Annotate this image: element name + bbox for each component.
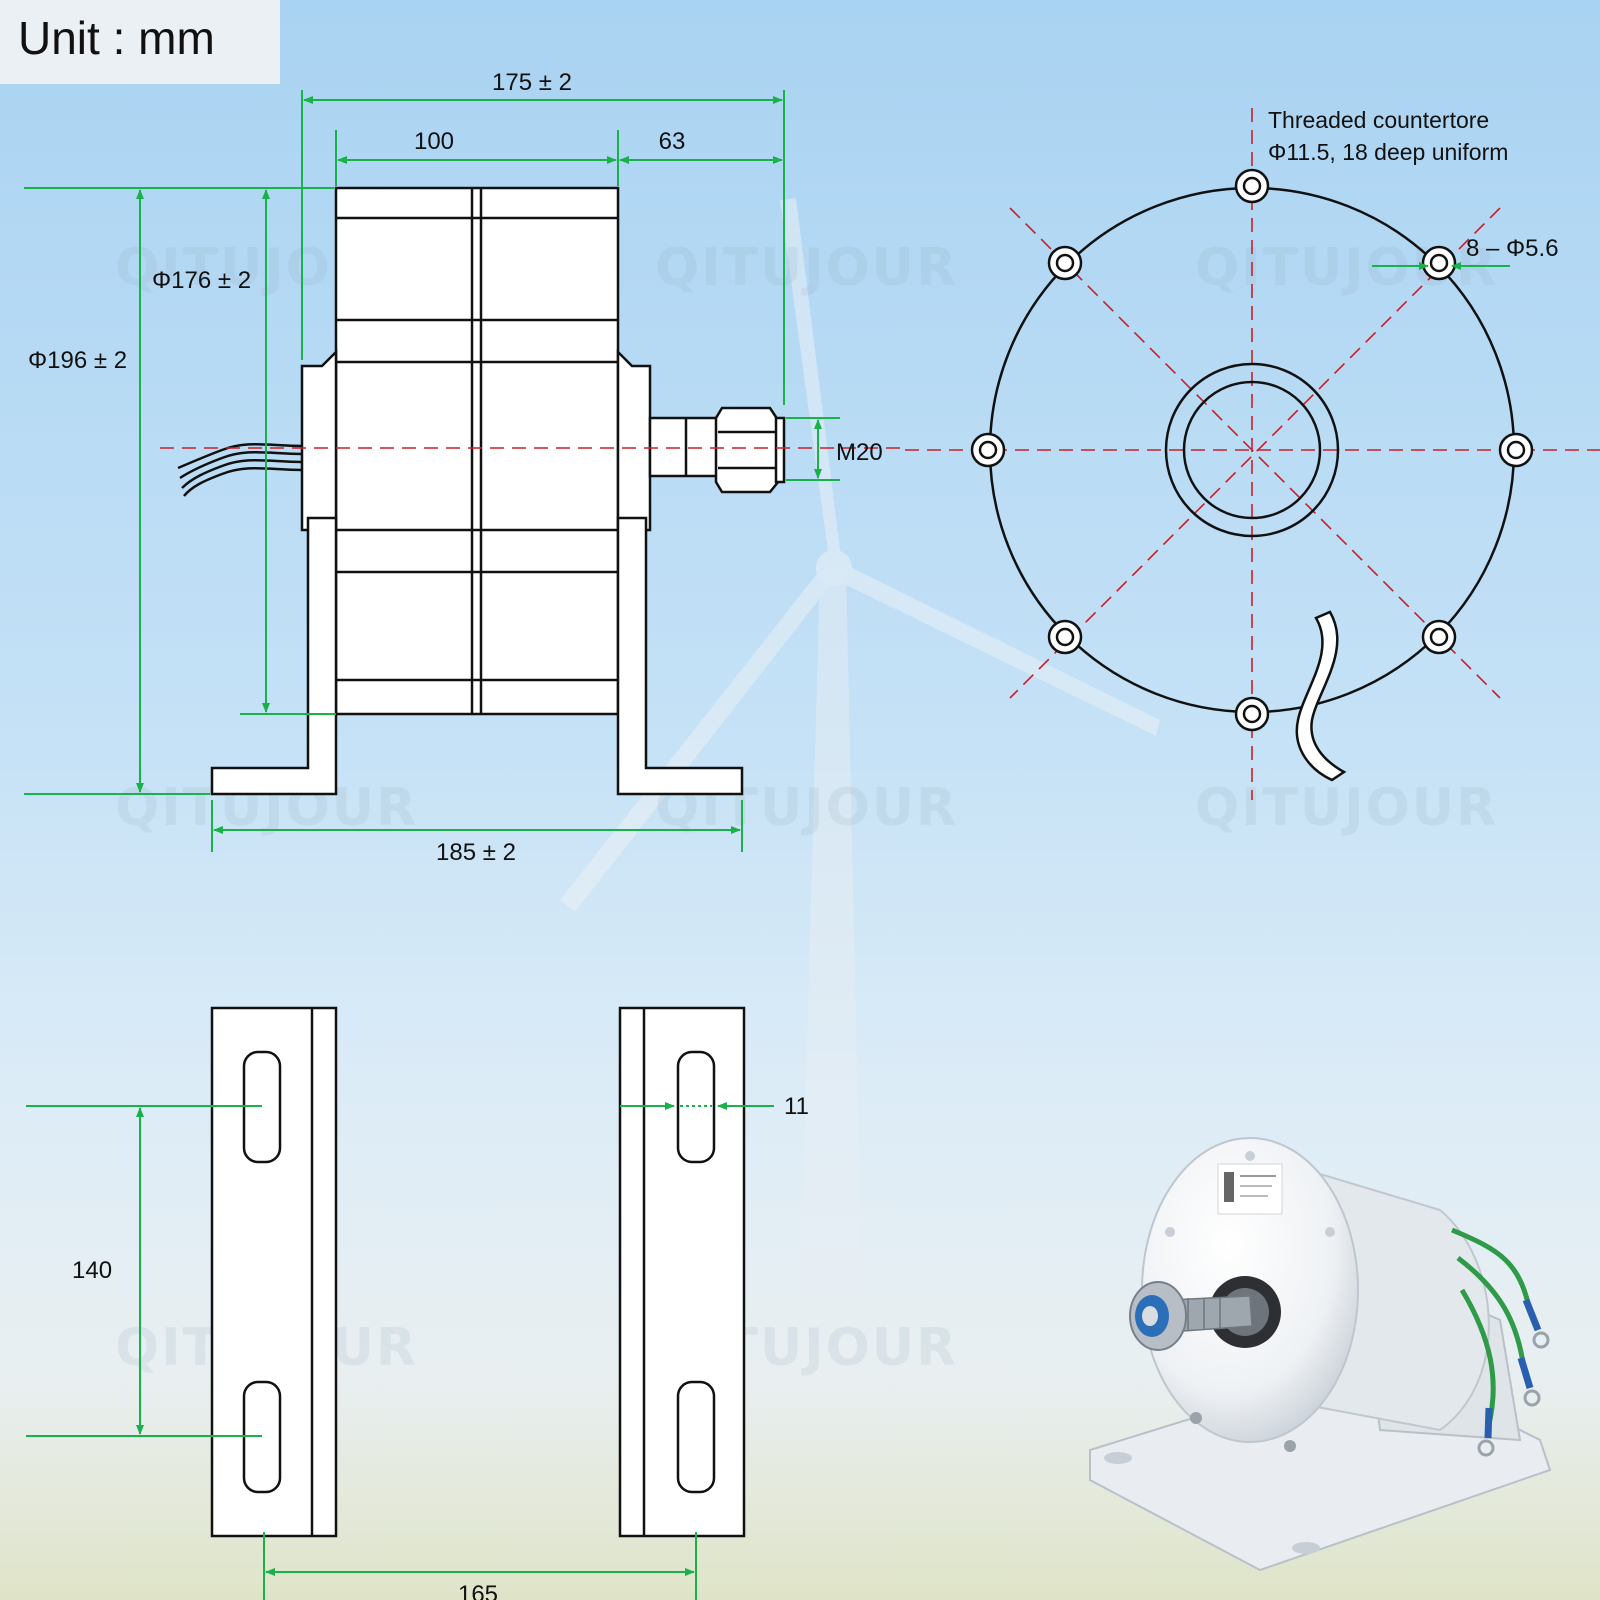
base-width-label: 185 ± 2 bbox=[436, 839, 516, 866]
mounting-hole bbox=[970, 432, 1006, 468]
mounting-hole bbox=[1047, 245, 1083, 281]
unit-label: Unit : mm bbox=[0, 0, 280, 84]
inner-diameter-label: Φ176 ± 2 bbox=[152, 267, 251, 294]
slot-spacing-label: 140 bbox=[72, 1257, 112, 1284]
outer-diameter-label: Φ196 ± 2 bbox=[28, 347, 127, 374]
slot bbox=[676, 1380, 716, 1494]
right-foot bbox=[616, 516, 744, 796]
countertore-note-line1: Threaded countertore bbox=[1268, 107, 1489, 133]
generator-body bbox=[334, 186, 620, 716]
mounting-hole bbox=[1047, 619, 1083, 655]
watermark-text: QITUJOUR bbox=[655, 238, 958, 298]
overall-length-label: 175 ± 2 bbox=[492, 69, 572, 96]
background-turbine bbox=[560, 198, 1160, 1300]
holes-label: 8 – Φ5.6 bbox=[1466, 235, 1559, 262]
mounting-hole bbox=[1234, 168, 1270, 204]
mounting-hole bbox=[1234, 696, 1270, 732]
side-view: 175 ± 2 100 63 Φ196 ± 2 Φ176 ± 2 M20 185… bbox=[24, 69, 900, 866]
generator-photo bbox=[1089, 1137, 1552, 1572]
bearing-outer-ring bbox=[1164, 362, 1340, 538]
cable-outlet bbox=[1295, 610, 1347, 782]
watermark-text: QITUJOUR bbox=[1195, 778, 1498, 838]
bracket-spacing-label: 165 bbox=[458, 1581, 498, 1600]
shaft-nut bbox=[714, 406, 780, 494]
bearing-inner-ring bbox=[1182, 380, 1322, 520]
left-foot bbox=[210, 516, 338, 796]
countertore-note-line2: Φ11.5, 18 deep uniform bbox=[1268, 139, 1508, 165]
slot bbox=[676, 1050, 716, 1164]
thread-label: M20 bbox=[836, 439, 883, 466]
body-length-label: 100 bbox=[414, 128, 454, 155]
slot-width-label: 11 bbox=[784, 1093, 809, 1120]
mounting-hole bbox=[1421, 619, 1457, 655]
mounting-holes bbox=[970, 168, 1534, 732]
shaft-length-label: 63 bbox=[659, 128, 686, 155]
mounting-hole bbox=[1421, 245, 1457, 281]
mounting-hole bbox=[1498, 432, 1534, 468]
front-view: Threaded countertore Φ11.5, 18 deep unif… bbox=[905, 107, 1600, 800]
bracket-view: 140 11 165 bbox=[26, 1006, 809, 1600]
